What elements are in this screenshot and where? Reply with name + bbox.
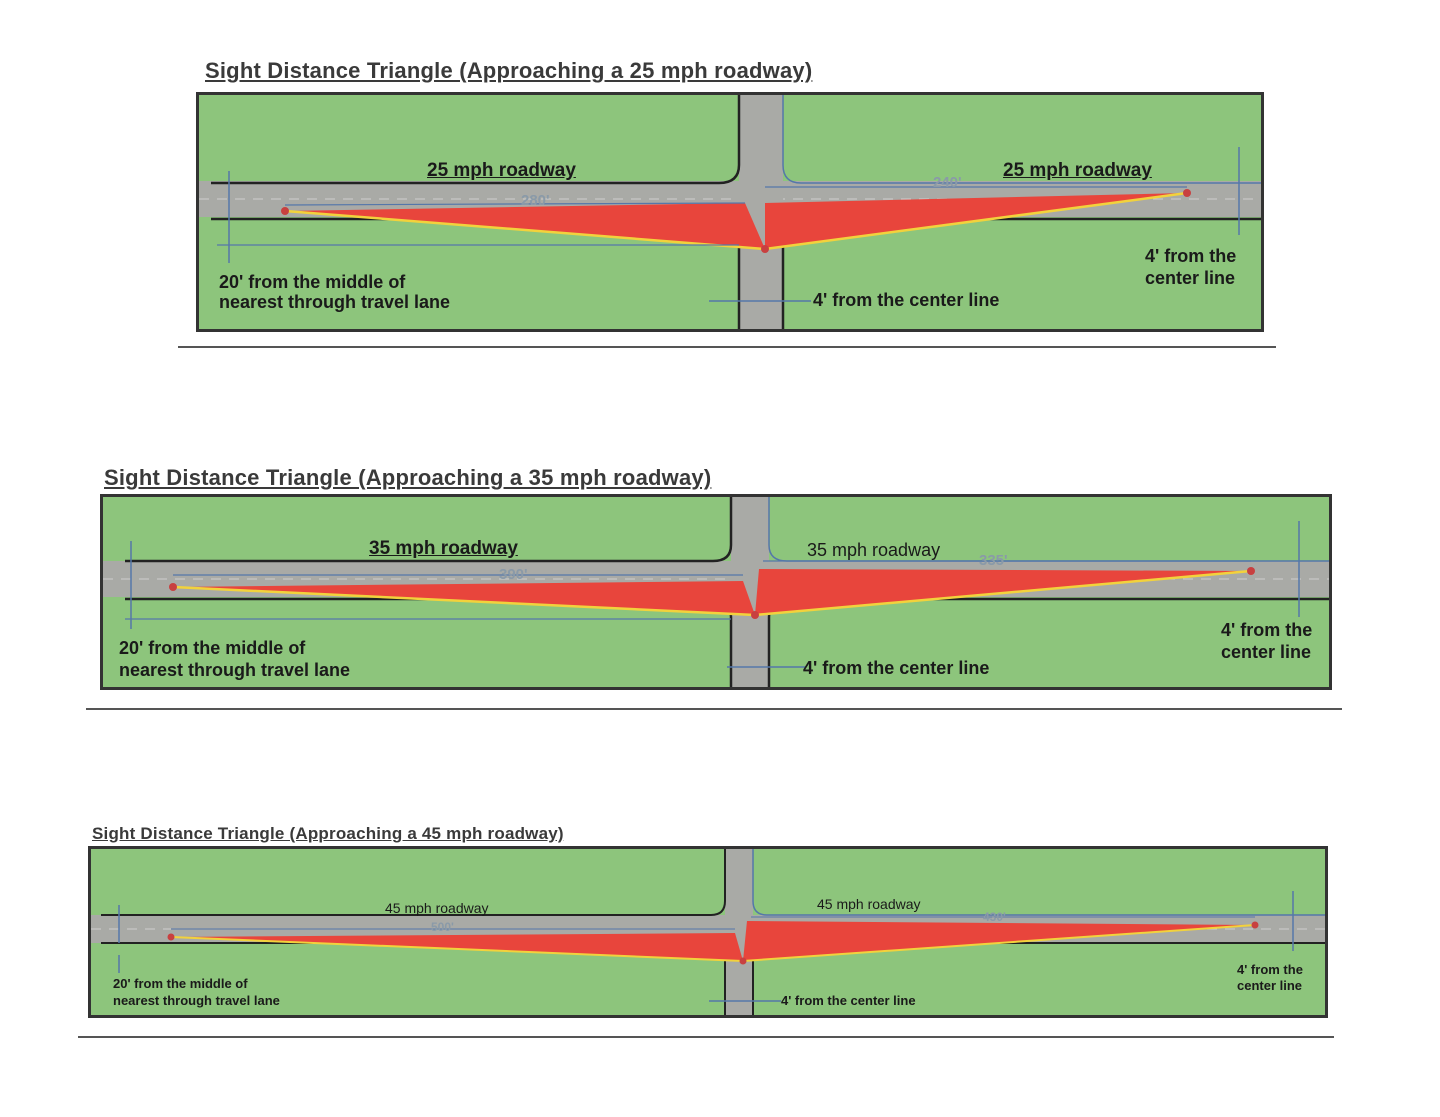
observer-point-left: [281, 207, 289, 215]
panel-1-distance-right: 240': [933, 174, 962, 191]
panel-2-note-center: 4' from the center line: [803, 658, 990, 678]
panel-1-note-left-line2: nearest through travel lane: [219, 292, 451, 312]
panel-3-note-right-line2: center line: [1237, 978, 1303, 993]
target-point-center: [761, 245, 769, 253]
panel-3-diagram: 45 mph roadway 45 mph roadway 500' 430' …: [88, 846, 1328, 1018]
panel-2-note-right-line1: 4' from the: [1221, 620, 1313, 640]
sight-line-left: [172, 585, 756, 617]
panel-3-distance-left: 500': [431, 920, 454, 934]
panel-3-road-left-label: 45 mph roadway: [385, 900, 489, 916]
panel-1-note-center: 4' from the center line: [813, 290, 1000, 310]
panel-3-note-center: 4' from the center line: [781, 993, 916, 1008]
panel-3-note-right-line1: 4' from the: [1237, 962, 1303, 977]
panel-2-distance-left: 390': [499, 566, 528, 583]
panel-1-road-left-label: 25 mph roadway: [427, 160, 576, 181]
panel-3-road-right-label: 45 mph roadway: [817, 896, 921, 912]
panel-2-note-right-line2: center line: [1221, 642, 1312, 662]
panel-3-note-left-line1: 20' from the middle of: [113, 976, 248, 991]
panel-2-diagram: 35 mph roadway 35 mph roadway 390' 335' …: [100, 494, 1332, 690]
sight-line-right: [742, 924, 1256, 962]
panel-1-rule: [178, 346, 1276, 348]
panel-2-svg: [103, 497, 1329, 687]
observer-point-left: [167, 933, 175, 941]
panel-2-road-right-label: 35 mph roadway: [807, 540, 941, 560]
sight-line-right: [764, 191, 1188, 251]
sight-triangle-left: [173, 581, 755, 615]
observer-point-left: [169, 583, 177, 591]
panel-2-note-left-line2: nearest through travel lane: [119, 660, 351, 680]
panel-1-road-right-label: 25 mph roadway: [1003, 160, 1152, 181]
panel-1-svg: [199, 95, 1261, 329]
sight-line-left: [170, 936, 744, 962]
sight-line-left: [284, 209, 766, 251]
sight-line-right: [754, 569, 1252, 617]
panel-3-svg: [91, 849, 1325, 1015]
panel-1-note-right-line2: center line: [1145, 268, 1236, 288]
panel-3-title: Sight Distance Triangle (Approaching a 4…: [92, 824, 564, 843]
target-point-center: [739, 957, 747, 965]
panel-3-rule: [78, 1036, 1334, 1038]
target-point-center: [751, 611, 759, 619]
target-point-right: [1247, 567, 1255, 575]
panel-2-rule: [86, 708, 1342, 710]
panel-3-note-left-line2: nearest through travel lane: [113, 993, 280, 1008]
panel-2-road-left-label: 35 mph roadway: [369, 538, 518, 559]
sight-triangle-left: [285, 203, 765, 249]
panel-1-note-left-line1: 20' from the middle of: [219, 272, 406, 292]
target-point-right: [1183, 189, 1191, 197]
panel-1-diagram: 25 mph roadway 25 mph roadway 280' 240' …: [196, 92, 1264, 332]
target-point-right: [1251, 921, 1259, 929]
panel-1-title: Sight Distance Triangle (Approaching a 2…: [205, 58, 813, 83]
panel-3-distance-right: 430': [983, 910, 1006, 924]
panel-2-note-left-line1: 20' from the middle of: [119, 638, 306, 658]
panel-2-distance-right: 335': [979, 552, 1008, 569]
panel-1-note-right-line1: 4' from the: [1145, 246, 1237, 266]
panel-1-distance-left: 280': [521, 192, 550, 209]
panel-2-title: Sight Distance Triangle (Approaching a 3…: [104, 465, 712, 490]
